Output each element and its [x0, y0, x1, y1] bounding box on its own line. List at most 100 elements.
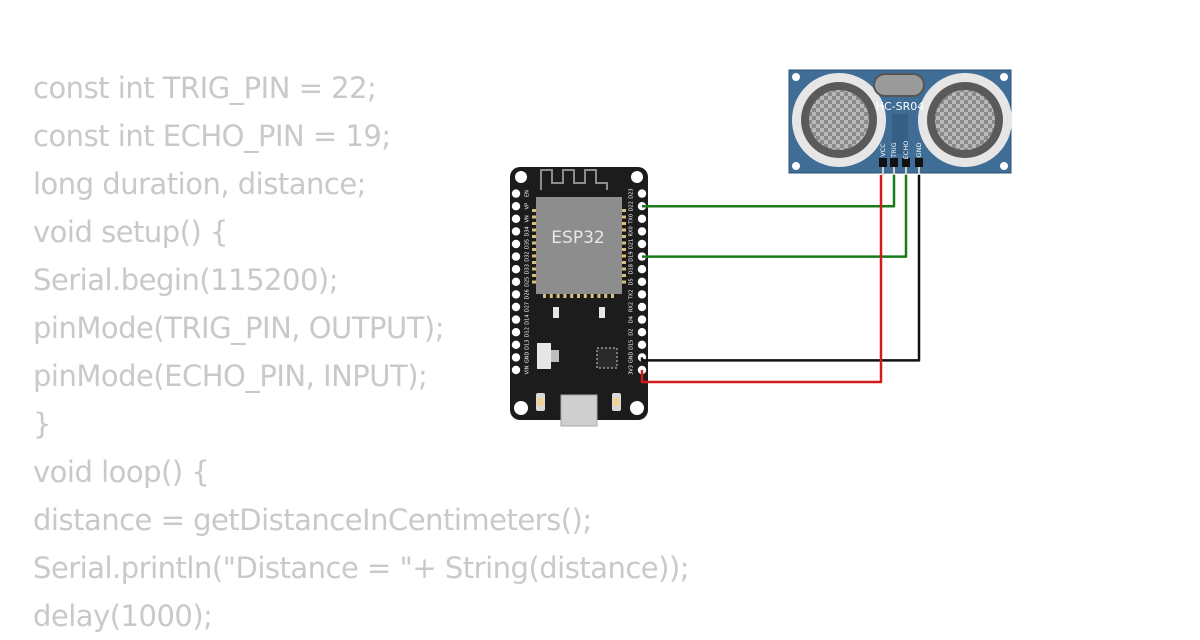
wire-d19-to-echo[interactable] — [642, 175, 908, 258]
ultrasonic-transducer-left — [792, 73, 886, 167]
boot-button-cap — [538, 398, 543, 406]
esp32-pin[interactable] — [511, 328, 521, 337]
esp32-pin-label: D4 — [629, 316, 635, 323]
esp32-pin[interactable] — [511, 290, 521, 299]
esp32-pin-label: 3V3 — [629, 365, 635, 375]
esp32-pin[interactable] — [511, 315, 521, 324]
esp32-pin-label: GND — [629, 352, 635, 364]
esp32-pin-label: D33 — [525, 264, 531, 274]
esp32-pin[interactable] — [511, 302, 521, 312]
wire-gnd-to-gnd[interactable] — [640, 175, 921, 362]
wire-d22-to-trig[interactable] — [642, 175, 896, 208]
esp32-pin[interactable] — [511, 365, 521, 375]
sensor-pin[interactable] — [915, 158, 923, 167]
esp32-pin[interactable] — [637, 189, 647, 198]
esp32-pin[interactable] — [511, 239, 521, 249]
sensor-trace — [892, 114, 908, 154]
esp32-pin-label: D15 — [629, 340, 635, 350]
mount-hole — [630, 401, 644, 415]
esp32-pin-label: TX2 — [629, 290, 635, 301]
wires — [640, 175, 921, 384]
esp32-pin[interactable] — [511, 227, 521, 236]
esp32-pin-label: D18 — [629, 264, 635, 274]
esp32-pin[interactable] — [511, 277, 521, 286]
esp32-pin[interactable] — [637, 328, 647, 337]
esp32-pin-label: VN — [525, 215, 531, 222]
esp32-board[interactable]: ESP32 ENVPVND34D35D32D33D25D26D27D14D12D… — [510, 167, 648, 427]
code-line: Serial.begin(115200); — [33, 263, 338, 297]
code-line: delay(1000); — [33, 599, 213, 633]
esp32-pin-label: D32 — [525, 251, 531, 261]
sensor-label: HC-SR04 — [876, 100, 925, 113]
code-line: void loop() { — [33, 455, 210, 489]
mount-hole — [1000, 162, 1008, 170]
ultrasonic-transducer-right — [918, 73, 1012, 167]
esp32-pin-label: GND — [525, 352, 531, 364]
esp32-pin-label: RX2 — [629, 302, 635, 312]
sensor-pin-label: ECHO — [902, 141, 910, 160]
esp32-pin-label: D23 — [629, 188, 635, 198]
esp32-module-chip — [536, 197, 622, 294]
esp32-pin[interactable] — [637, 214, 647, 223]
code-line: const int ECHO_PIN = 19; — [33, 119, 391, 153]
esp32-pin[interactable] — [511, 340, 521, 349]
wire-3v3-to-vcc[interactable] — [640, 175, 883, 384]
esp32-pin-label: RX0 — [629, 226, 635, 236]
esp32-pin[interactable] — [637, 340, 647, 349]
sensor-pin-label: VCC — [879, 143, 887, 157]
mount-hole — [1000, 73, 1008, 81]
esp32-pin-label: D26 — [525, 289, 531, 299]
crystal-oscillator — [873, 73, 925, 97]
sensor-pin-label: GND — [915, 143, 923, 158]
esp32-pin[interactable] — [637, 302, 647, 312]
mount-hole — [792, 73, 800, 81]
code-line: } — [33, 407, 51, 441]
code-line: pinMode(TRIG_PIN, OUTPUT); — [33, 311, 445, 345]
esp32-pin-label: VIN — [525, 365, 531, 374]
code-line: const int TRIG_PIN = 22; — [33, 71, 377, 105]
esp32-pin[interactable] — [637, 290, 647, 299]
esp32-pin-label: EN — [525, 190, 531, 197]
esp32-pin-label: D35 — [525, 239, 531, 249]
esp32-pin-label: D21 — [629, 239, 635, 249]
usb-uart-chip — [596, 347, 618, 369]
esp32-pin[interactable] — [511, 353, 521, 362]
esp32-label: ESP32 — [551, 228, 604, 248]
esp32-pin-label: VP — [525, 203, 531, 209]
smd-component — [553, 307, 559, 318]
esp32-pin[interactable] — [637, 239, 647, 249]
sensor-pin[interactable] — [902, 158, 910, 167]
antenna-trace — [540, 169, 608, 190]
esp32-pin-label: D5 — [629, 278, 635, 285]
esp32-pin-label: D34 — [525, 226, 531, 236]
esp32-pin[interactable] — [511, 189, 521, 198]
mount-hole — [792, 162, 800, 170]
mount-hole — [514, 401, 528, 415]
esp32-pin[interactable] — [637, 265, 647, 274]
esp32-pin[interactable] — [511, 202, 521, 211]
esp32-pin[interactable] — [511, 265, 521, 274]
esp32-pin-label: D27 — [525, 302, 531, 312]
esp32-pin[interactable] — [637, 227, 647, 236]
mount-hole — [515, 171, 527, 183]
esp32-pin[interactable] — [637, 315, 647, 324]
code-line: Serial.println("Distance = "+ String(dis… — [33, 551, 690, 585]
esp32-pin[interactable] — [637, 277, 647, 286]
esp32-pin-label: D12 — [525, 327, 531, 337]
sensor-pin[interactable] — [879, 158, 887, 167]
esp32-right-header: D23D22TX0RX0D21D19D18D5TX2RX2D4D2D15GND3… — [629, 188, 647, 375]
code-listing: const int TRIG_PIN = 22; const int ECHO_P… — [33, 64, 690, 640]
code-line: distance = getDistanceInCentimeters(); — [33, 503, 592, 537]
smd-component — [599, 307, 605, 318]
sensor-pin[interactable] — [890, 158, 898, 167]
esp32-pin[interactable] — [511, 214, 521, 223]
chip-pads — [532, 209, 626, 298]
esp32-pin[interactable] — [511, 252, 521, 261]
esp32-pin-label: D22 — [629, 201, 635, 211]
esp32-pin-label: D14 — [525, 314, 531, 324]
sensor-pin-label: TRIG — [890, 142, 898, 158]
code-line: pinMode(ECHO_PIN, INPUT); — [33, 359, 428, 393]
